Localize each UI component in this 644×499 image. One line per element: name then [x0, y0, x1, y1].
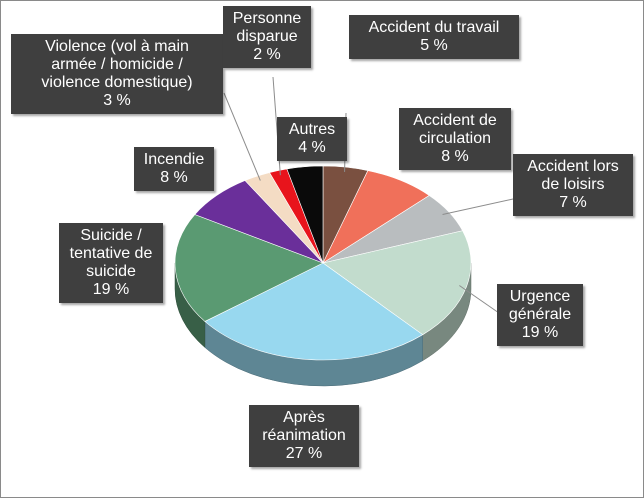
leader-line-7 [223, 92, 261, 181]
label-suicide: Suicide / tentative de suicide 19 % [59, 223, 163, 303]
label-personne-disparue: Personne disparue 2 % [223, 6, 311, 68]
label-incendie: Incendie 8 % [134, 147, 214, 191]
pie-slice-9 [286, 165, 324, 264]
leader-line-2 [442, 198, 514, 215]
label-apres-reanimation: Après réanimation 27 % [249, 405, 359, 467]
label-urgence-generale: Urgence générale 19 % [497, 284, 583, 346]
label-accident-loisirs: Accident lors de loisirs 7 % [513, 154, 633, 216]
pie-top [174, 165, 472, 361]
pie-slice-5 [174, 214, 324, 322]
label-autres: Autres 4 % [277, 117, 347, 161]
label-accident-circulation: Accident de circulation 8 % [399, 108, 511, 170]
label-accident-travail: Accident du travail 5 % [349, 15, 519, 59]
leader-line-3 [459, 285, 500, 314]
label-violence: Violence (vol à main armée / homicide / … [11, 34, 223, 114]
pie-slice-3 [322, 230, 472, 336]
pie-slice-4 [204, 262, 424, 361]
